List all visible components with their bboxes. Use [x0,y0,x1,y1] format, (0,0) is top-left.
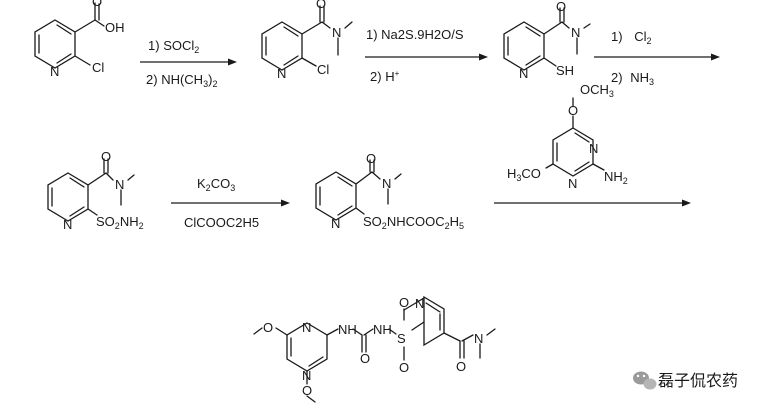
atom-n: N [302,320,311,335]
watermark-text: 磊子侃农药 [658,372,738,390]
atom-o: O [263,320,273,335]
atom-n: N [474,331,483,346]
atom-n: N [302,368,311,383]
atom-o: O [399,295,409,310]
atom-o: O [556,0,566,14]
wechat-icon [633,371,657,390]
atom-nh: NH [373,322,392,337]
compound-ethoxycarbonyl-sulfonamide: O N N SO2NHCOOC2H5 [315,151,464,231]
step4-condition-2: ClCOOC2H5 [184,215,259,230]
atom-n: N [382,176,391,191]
atom-n: N [331,216,340,231]
reaction-arrow-4: K2CO3 ClCOOC2H5 [171,176,290,230]
atom-so2nhcoocc2h5: SO2NHCOOC2H5 [363,214,464,231]
reaction-arrow-1: 1) SOCl2 2) NH(CH3)2 [140,38,237,89]
watermark: 磊子侃农药 [633,371,738,390]
atom-o: O [92,0,102,9]
atom-o: O [360,351,370,366]
atom-cl: Cl [92,60,104,75]
atom-o: O [366,151,376,166]
atom-n: N [50,64,59,79]
atom-n: N [277,66,286,81]
reagent-aminodimethoxypyrimidine: O OCH3 N N H3CO NH2 [507,82,628,191]
compound-2-sulfamoyl-nicotinamide: O N N SO2NH2 [47,149,144,232]
atom-sh: SH [556,63,574,78]
atom-o: O [568,103,578,118]
reagent-left-h3co: H3CO [507,166,541,183]
atom-n: N [332,25,341,40]
atom-n: N [589,141,598,156]
atom-cl: Cl [317,62,329,77]
atom-n: N [568,176,577,191]
atom-n: N [63,217,72,232]
atom-so2nh2: SO2NH2 [96,214,144,231]
step3-condition-2: 2) NH3 [611,70,654,87]
reaction-arrow-5 [494,199,691,207]
atom-o: O [302,383,312,398]
atom-o: O [316,0,326,11]
atom-n: N [519,66,528,81]
step1-condition-1: 1) SOCl2 [148,38,199,55]
atom-o: O [456,359,466,374]
reagent-top-och3: OCH3 [580,82,614,99]
atom-s: S [397,331,406,346]
compound-product-nicosulfuron: N N O O NH O NH S O O N O N [253,295,496,403]
atom-n: N [415,296,424,311]
step2-condition-2: 2) H+ [370,69,400,84]
atom-nh: NH [338,322,357,337]
compound-2-chloronicotinic-acid: O OH N Cl [34,0,125,79]
compound-2-mercapto-nicotinamide: O N N SH [503,0,591,81]
atom-n: N [571,25,580,40]
atom-o: O [399,360,409,375]
step1-condition-2: 2) NH(CH3)2 [146,72,217,89]
atom-o: O [101,149,111,164]
compound-2-chloro-nicotinamide: O N N Cl [261,0,353,81]
reagent-right-nh2: NH2 [604,169,628,186]
reaction-arrow-2: 1) Na2S.9H2O/S 2) H+ [365,27,488,84]
step2-condition-1: 1) Na2S.9H2O/S [366,27,464,42]
atom-n: N [115,177,124,192]
step4-condition-1: K2CO3 [197,176,235,193]
atom-oh: OH [105,20,125,35]
step3-condition-1: 1) Cl2 [611,29,651,46]
reaction-arrow-3: 1) Cl2 2) NH3 [594,29,720,87]
